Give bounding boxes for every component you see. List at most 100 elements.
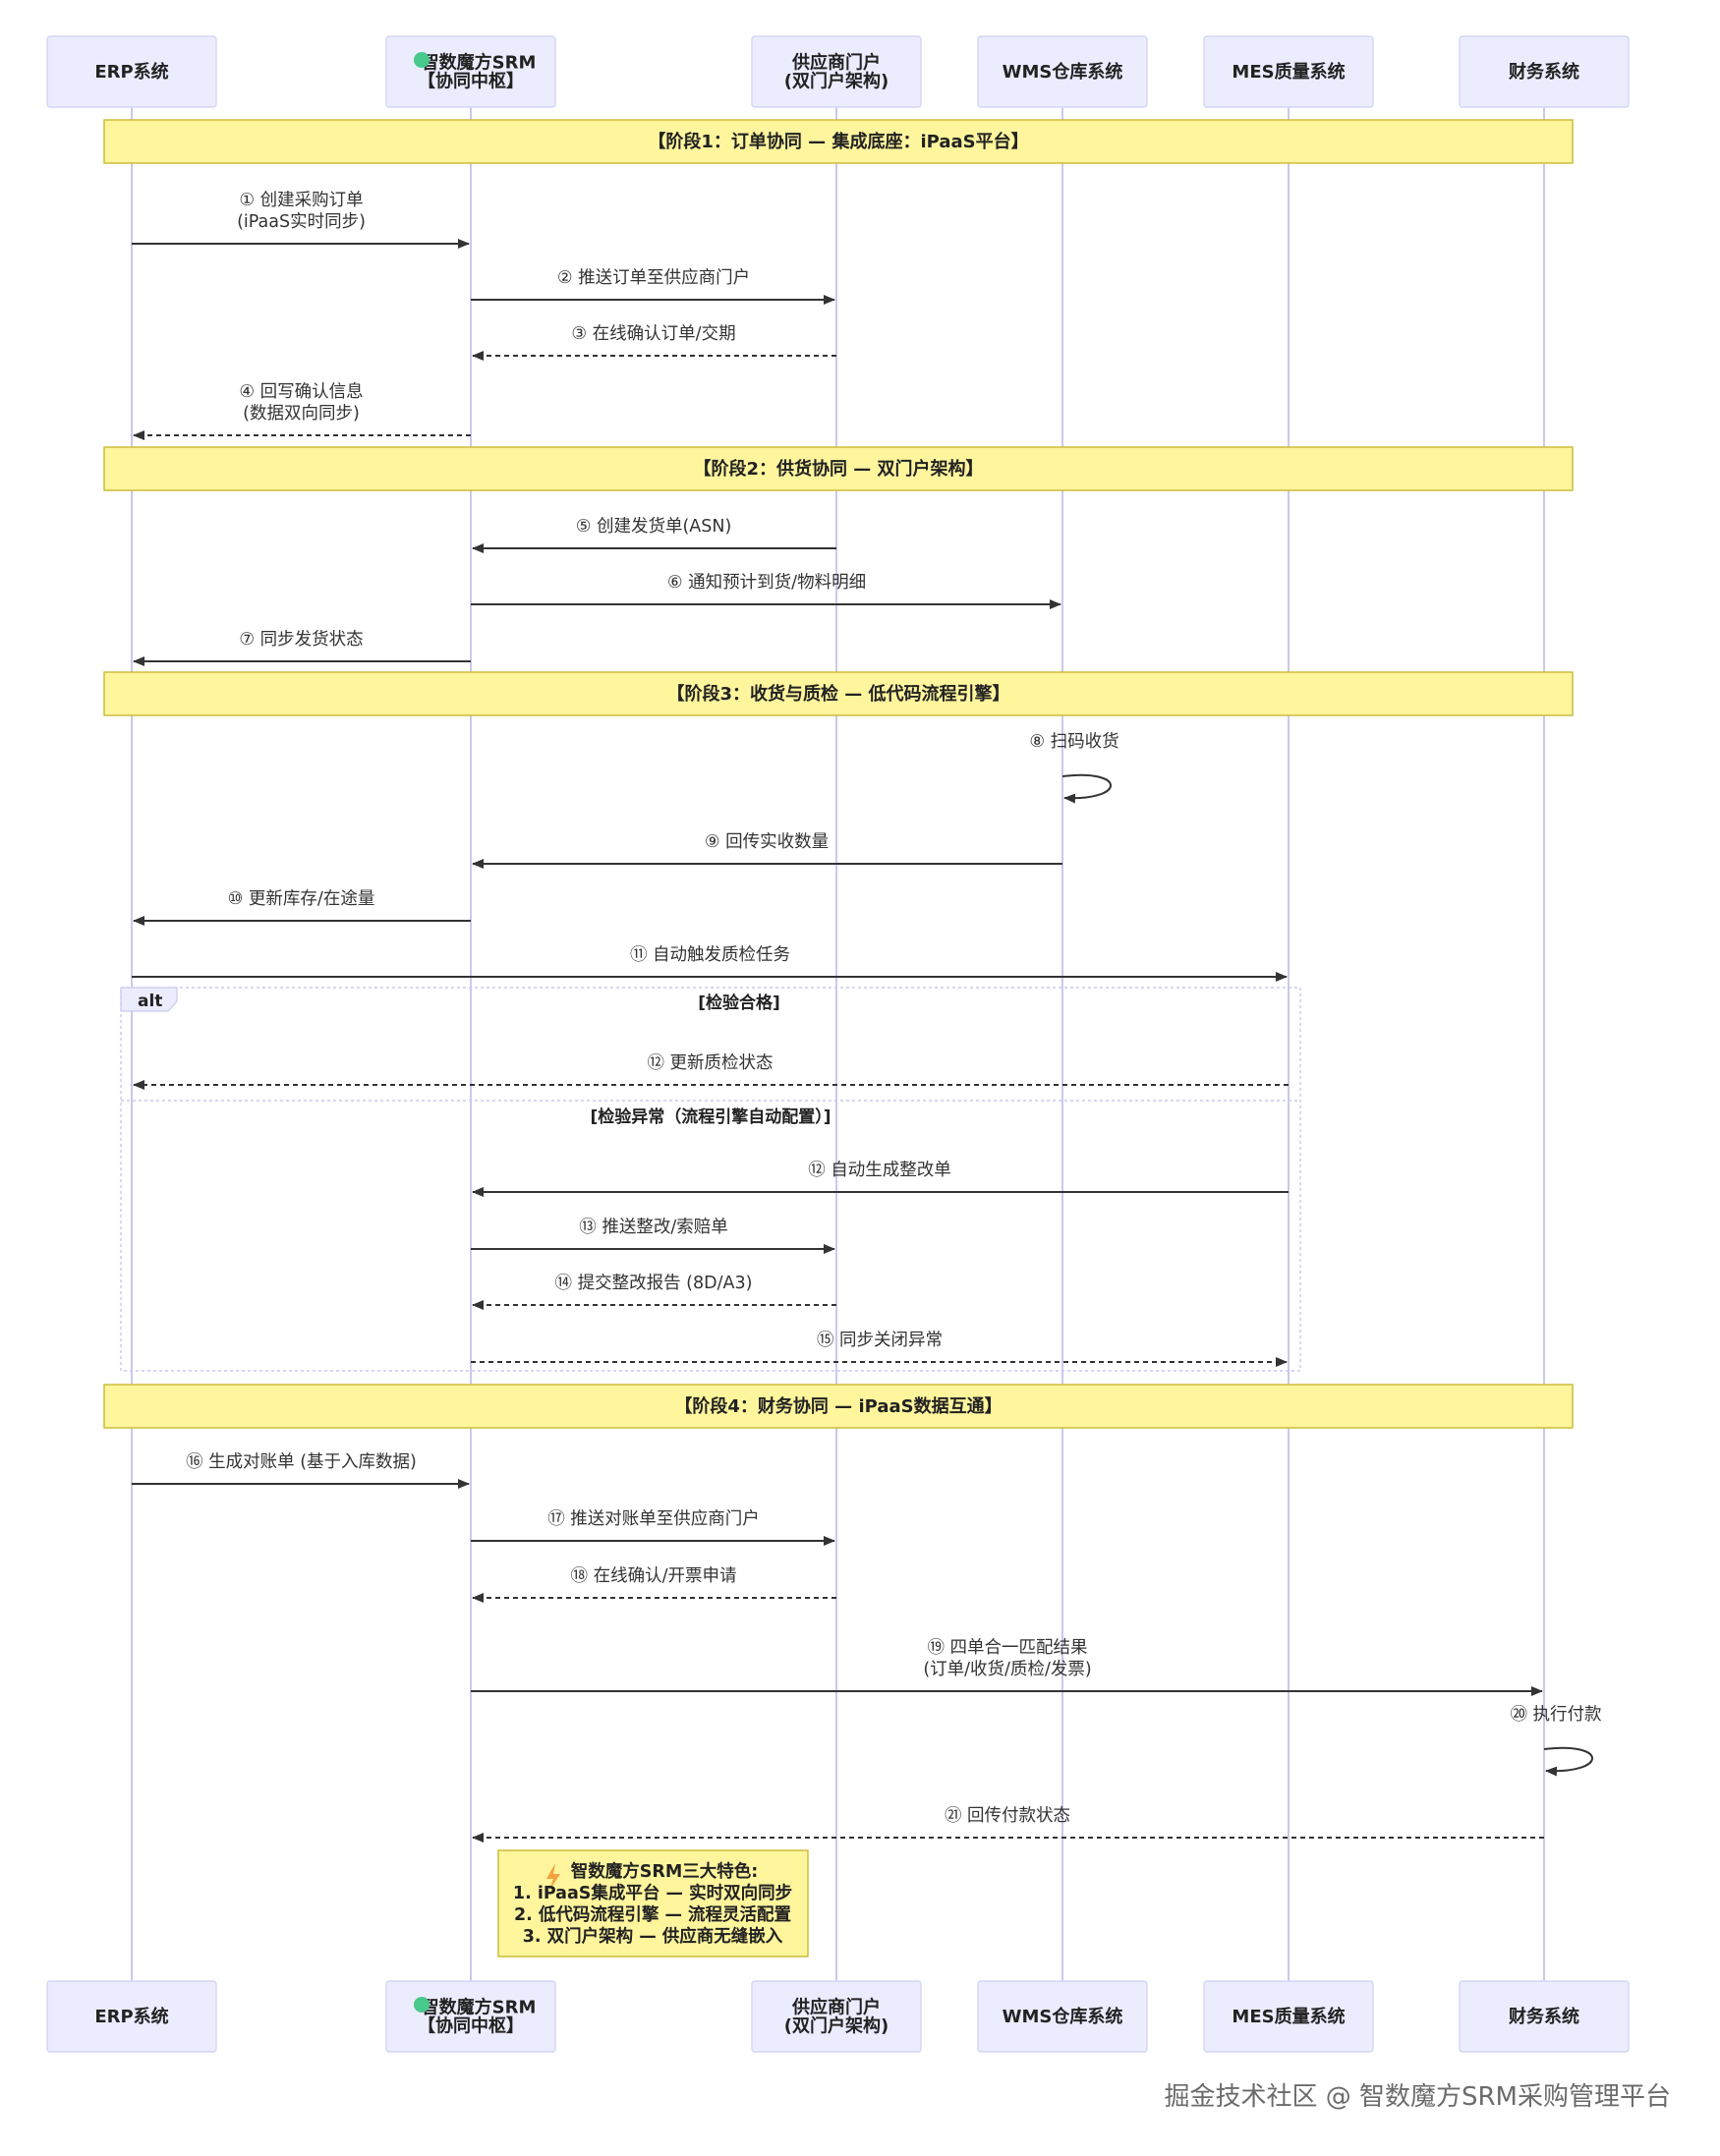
message-label: ⑮ 同步关闭异常: [817, 1331, 943, 1350]
alt-condition-fail: [检验异常（流程引擎自动配置）]: [590, 1106, 831, 1127]
lightning-icon: [546, 1863, 560, 1892]
actor-box: [385, 1980, 556, 2053]
lifelines: [131, 107, 1545, 1981]
alt-tag-label: alt: [138, 992, 162, 1011]
message-label: (订单/收货/质检/发票): [923, 1660, 1091, 1679]
green-dot-icon: [414, 52, 430, 68]
message-label: ⑩ 更新库存/在途量: [228, 889, 375, 909]
actor-label: 【协同中枢】: [418, 2015, 524, 2037]
actor-box: [46, 1980, 217, 2053]
alt-tag-box: [120, 987, 178, 1012]
message-label: ⑬ 推送整改/索赔单: [579, 1218, 727, 1237]
actor-label: WMS仓库系统: [1003, 2006, 1123, 2027]
phase-banner-2: 【阶段2：供货协同 — 双门户架构】: [103, 446, 1574, 491]
actor-portal-bottom: 供应商门户(双门户架构): [751, 1980, 922, 2053]
message-label: ⑯ 生成对账单 (基于入库数据): [186, 1452, 417, 1472]
actor-label: WMS仓库系统: [1003, 61, 1123, 83]
message-4: ④ 回写确认信息(数据双向同步): [133, 382, 471, 440]
message-label: ⑤ 创建发货单(ASN): [576, 517, 732, 537]
message-label: ⑥ 通知预计到货/物料明细: [667, 573, 866, 593]
message-label: ㉑ 回传付款状态: [945, 1806, 1070, 1826]
message-19: ⑱ 在线确认/开票申请: [472, 1566, 836, 1603]
actor-label: 【协同中枢】: [418, 71, 524, 92]
actor-box: [1459, 35, 1630, 108]
message-21: ⑳ 执行付款: [1510, 1705, 1602, 1777]
message-20: ⑲ 四单合一匹配结果 (订单/收货/质检/发票): [471, 1638, 1543, 1696]
phase-box: [103, 671, 1574, 716]
message-label: (iPaaS实时同步): [237, 212, 366, 232]
actor-label: ERP系统: [94, 61, 168, 83]
message-18: ⑰ 推送对账单至供应商门户: [471, 1509, 835, 1546]
actor-label: 供应商门户: [791, 1997, 881, 2018]
message-label: ④ 回写确认信息: [239, 382, 363, 402]
actor-label: 供应商门户: [791, 52, 881, 74]
note-line: 3. 双门户架构 — 供应商无缝嵌入: [523, 1926, 783, 1947]
message-label: (数据双向同步): [243, 404, 360, 424]
actor-box: [751, 35, 922, 108]
message-label: ⑪ 自动触发质检任务: [630, 945, 790, 965]
message-14: ⑬ 推送整改/索赔单: [471, 1218, 835, 1254]
message-label: ⑱ 在线确认/开票申请: [571, 1566, 737, 1586]
phase-banners: 【阶段1：订单协同 — 集成底座：iPaaS平台】【阶段2：供货协同 — 双门户…: [103, 119, 1574, 1429]
message-15: ⑭ 提交整改报告 (8D/A3): [472, 1274, 836, 1310]
message-label: ① 创建采购订单: [239, 191, 363, 210]
alt-frame: [120, 987, 1301, 1372]
actor-label: 智数魔方SRM: [422, 52, 537, 74]
phase-label: 【阶段3：收货与质检 — 低代码流程引擎】: [666, 683, 1009, 705]
alt-fragment: alt [检验合格] [检验异常（流程引擎自动配置）]: [120, 987, 1301, 1372]
actor-box: [977, 1980, 1148, 2053]
message-16: ⑮ 同步关闭异常: [471, 1331, 1288, 1367]
message-label: ⑨ 回传实收数量: [705, 832, 829, 852]
actor-srm-top: 智数魔方SRM【协同中枢】: [385, 35, 556, 108]
message-label: ⑲ 四单合一匹配结果: [927, 1638, 1087, 1658]
watermark: 掘金技术社区 @ 智数魔方SRM采购管理平台: [1164, 2082, 1671, 2112]
actor-portal-top: 供应商门户(双门户架构): [751, 35, 922, 108]
actor-label: (双门户架构): [784, 2015, 889, 2037]
message-label: ⑭ 提交整改报告 (8D/A3): [555, 1274, 753, 1293]
message-22: ㉑ 回传付款状态: [472, 1806, 1544, 1843]
phase-label: 【阶段2：供货协同 — 双门户架构】: [693, 458, 983, 480]
actor-srm-bottom: 智数魔方SRM【协同中枢】: [385, 1980, 556, 2053]
actor-label: (双门户架构): [784, 71, 889, 92]
message-13: ⑫ 自动生成整改单: [472, 1161, 1289, 1197]
message-label: ③ 在线确认订单/交期: [571, 324, 735, 344]
alt-condition-pass: [检验合格]: [698, 993, 780, 1013]
message-11: ⑪ 自动触发质检任务: [132, 945, 1288, 982]
message-1: ① 创建采购订单 (iPaaS实时同步): [132, 191, 470, 249]
phase-label: 【阶段4：财务协同 — iPaaS数据互通】: [674, 1395, 1002, 1417]
phase-banner-4: 【阶段4：财务协同 — iPaaS数据互通】: [103, 1384, 1574, 1429]
phase-label: 【阶段1：订单协同 — 集成底座：iPaaS平台】: [648, 131, 1028, 152]
actor-fin-bottom: 财务系统: [1459, 1980, 1630, 2053]
actor-label: MES质量系统: [1232, 2006, 1345, 2027]
actor-box: [1203, 35, 1374, 108]
self-message-arrow: [1543, 1746, 1593, 1777]
actor-label: ERP系统: [94, 2006, 168, 2027]
message-10: ⑩ 更新库存/在途量: [133, 889, 471, 926]
phase-box: [103, 446, 1574, 491]
message-label: ⑧ 扫码收货: [1029, 732, 1118, 752]
actor-wms-top: WMS仓库系统: [977, 35, 1148, 108]
actor-mes-bottom: MES质量系统: [1203, 1980, 1374, 2053]
actors-bottom: ERP系统 智数魔方SRM【协同中枢】 供应商门户(双门户架构) WMS仓库系统 MES…: [46, 1980, 1630, 2053]
actor-box: [1459, 1980, 1630, 2053]
message-label: ⑫ 自动生成整改单: [808, 1161, 951, 1180]
note-line: 智数魔方SRM三大特色:: [571, 1861, 759, 1882]
actor-box: [751, 1980, 922, 2053]
message-7: ⑦ 同步发货状态: [133, 630, 471, 666]
message-9: ⑨ 回传实收数量: [472, 832, 1062, 869]
phase-box: [103, 119, 1574, 164]
actor-mes-top: MES质量系统: [1203, 35, 1374, 108]
actor-box: [1203, 1980, 1374, 2053]
green-dot-icon: [414, 1997, 430, 2013]
note-line: 2. 低代码流程引擎 — 流程灵活配置: [514, 1904, 791, 1925]
message-5: ⑤ 创建发货单(ASN): [472, 517, 836, 553]
phase-box: [103, 1384, 1574, 1429]
actor-box: [46, 35, 217, 108]
message-17: ⑯ 生成对账单 (基于入库数据): [132, 1452, 470, 1489]
message-label: ⑦ 同步发货状态: [239, 630, 363, 650]
message-3: ③ 在线确认订单/交期: [472, 324, 836, 361]
actor-label: 财务系统: [1509, 2006, 1579, 2027]
